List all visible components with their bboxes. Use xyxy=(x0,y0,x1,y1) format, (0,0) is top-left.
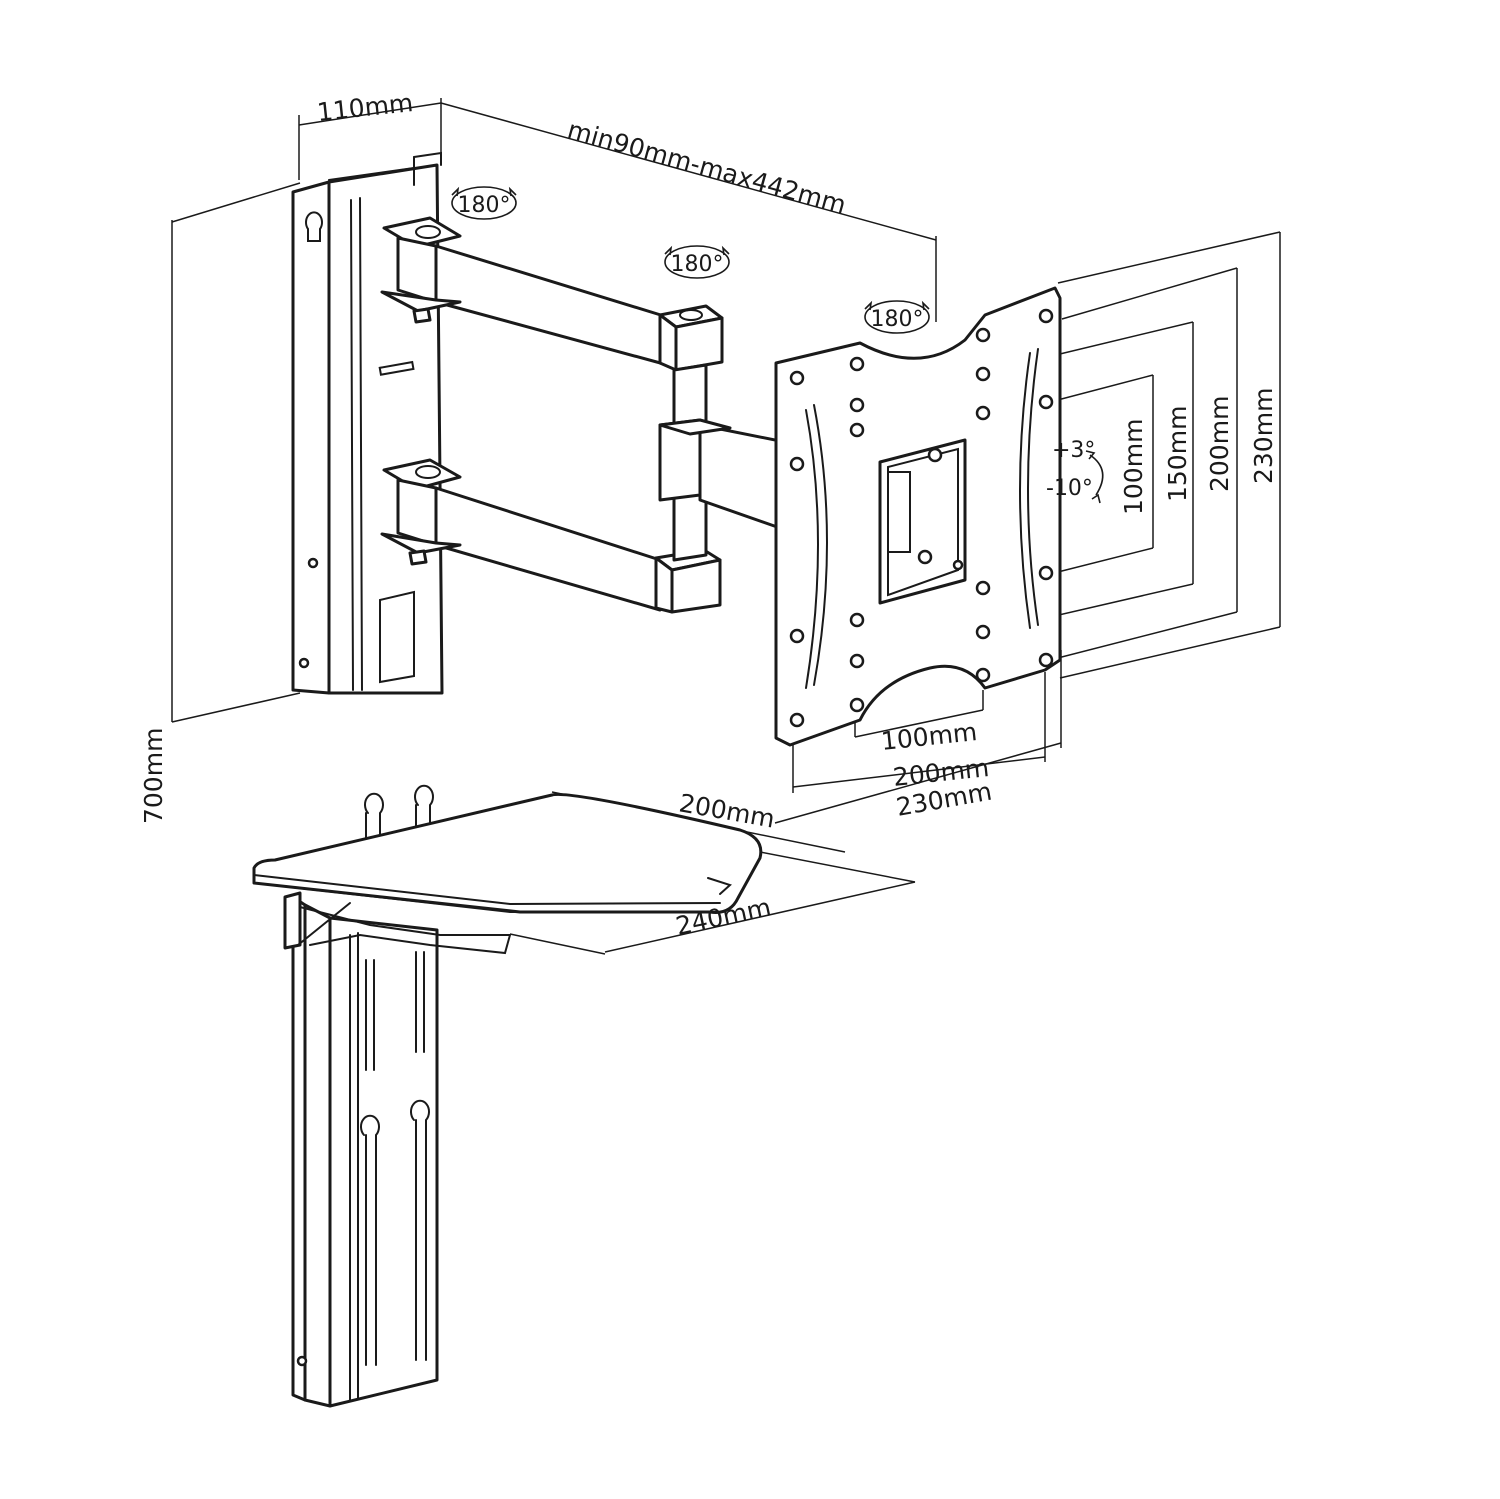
dim-arm-extension: min90mm-max442mm xyxy=(564,115,849,220)
vertical-column xyxy=(291,151,444,1408)
tilt-up-label: +3° xyxy=(1052,438,1095,463)
rotation-middle-label: 180° xyxy=(671,252,724,277)
tilt-down-label: -10° xyxy=(1046,476,1093,501)
dim-110mm: 110mm xyxy=(316,88,415,127)
shelf xyxy=(252,792,763,955)
dim-vesa-h-150mm: 150mm xyxy=(1163,406,1192,502)
dim-700mm: 700mm xyxy=(139,728,168,824)
tilt-indicator: +3° -10° xyxy=(1046,438,1104,504)
upper-arm xyxy=(380,216,724,428)
rotation-badge-head: 180° xyxy=(864,300,930,334)
rotation-wall-label: 180° xyxy=(458,193,511,218)
rotation-head-label: 180° xyxy=(871,307,924,332)
dimension-lines xyxy=(171,98,1281,955)
dim-vesa-h-200mm: 200mm xyxy=(1205,396,1234,492)
rotation-badge-middle: 180° xyxy=(664,245,730,279)
dim-vesa-h-230mm: 230mm xyxy=(1249,388,1278,484)
rotation-badge-wall: 180° xyxy=(451,186,517,220)
vesa-plate xyxy=(774,286,1062,747)
dim-vesa-w-100mm: 100mm xyxy=(880,717,979,756)
dim-vesa-h-100mm: 100mm xyxy=(1119,419,1148,515)
